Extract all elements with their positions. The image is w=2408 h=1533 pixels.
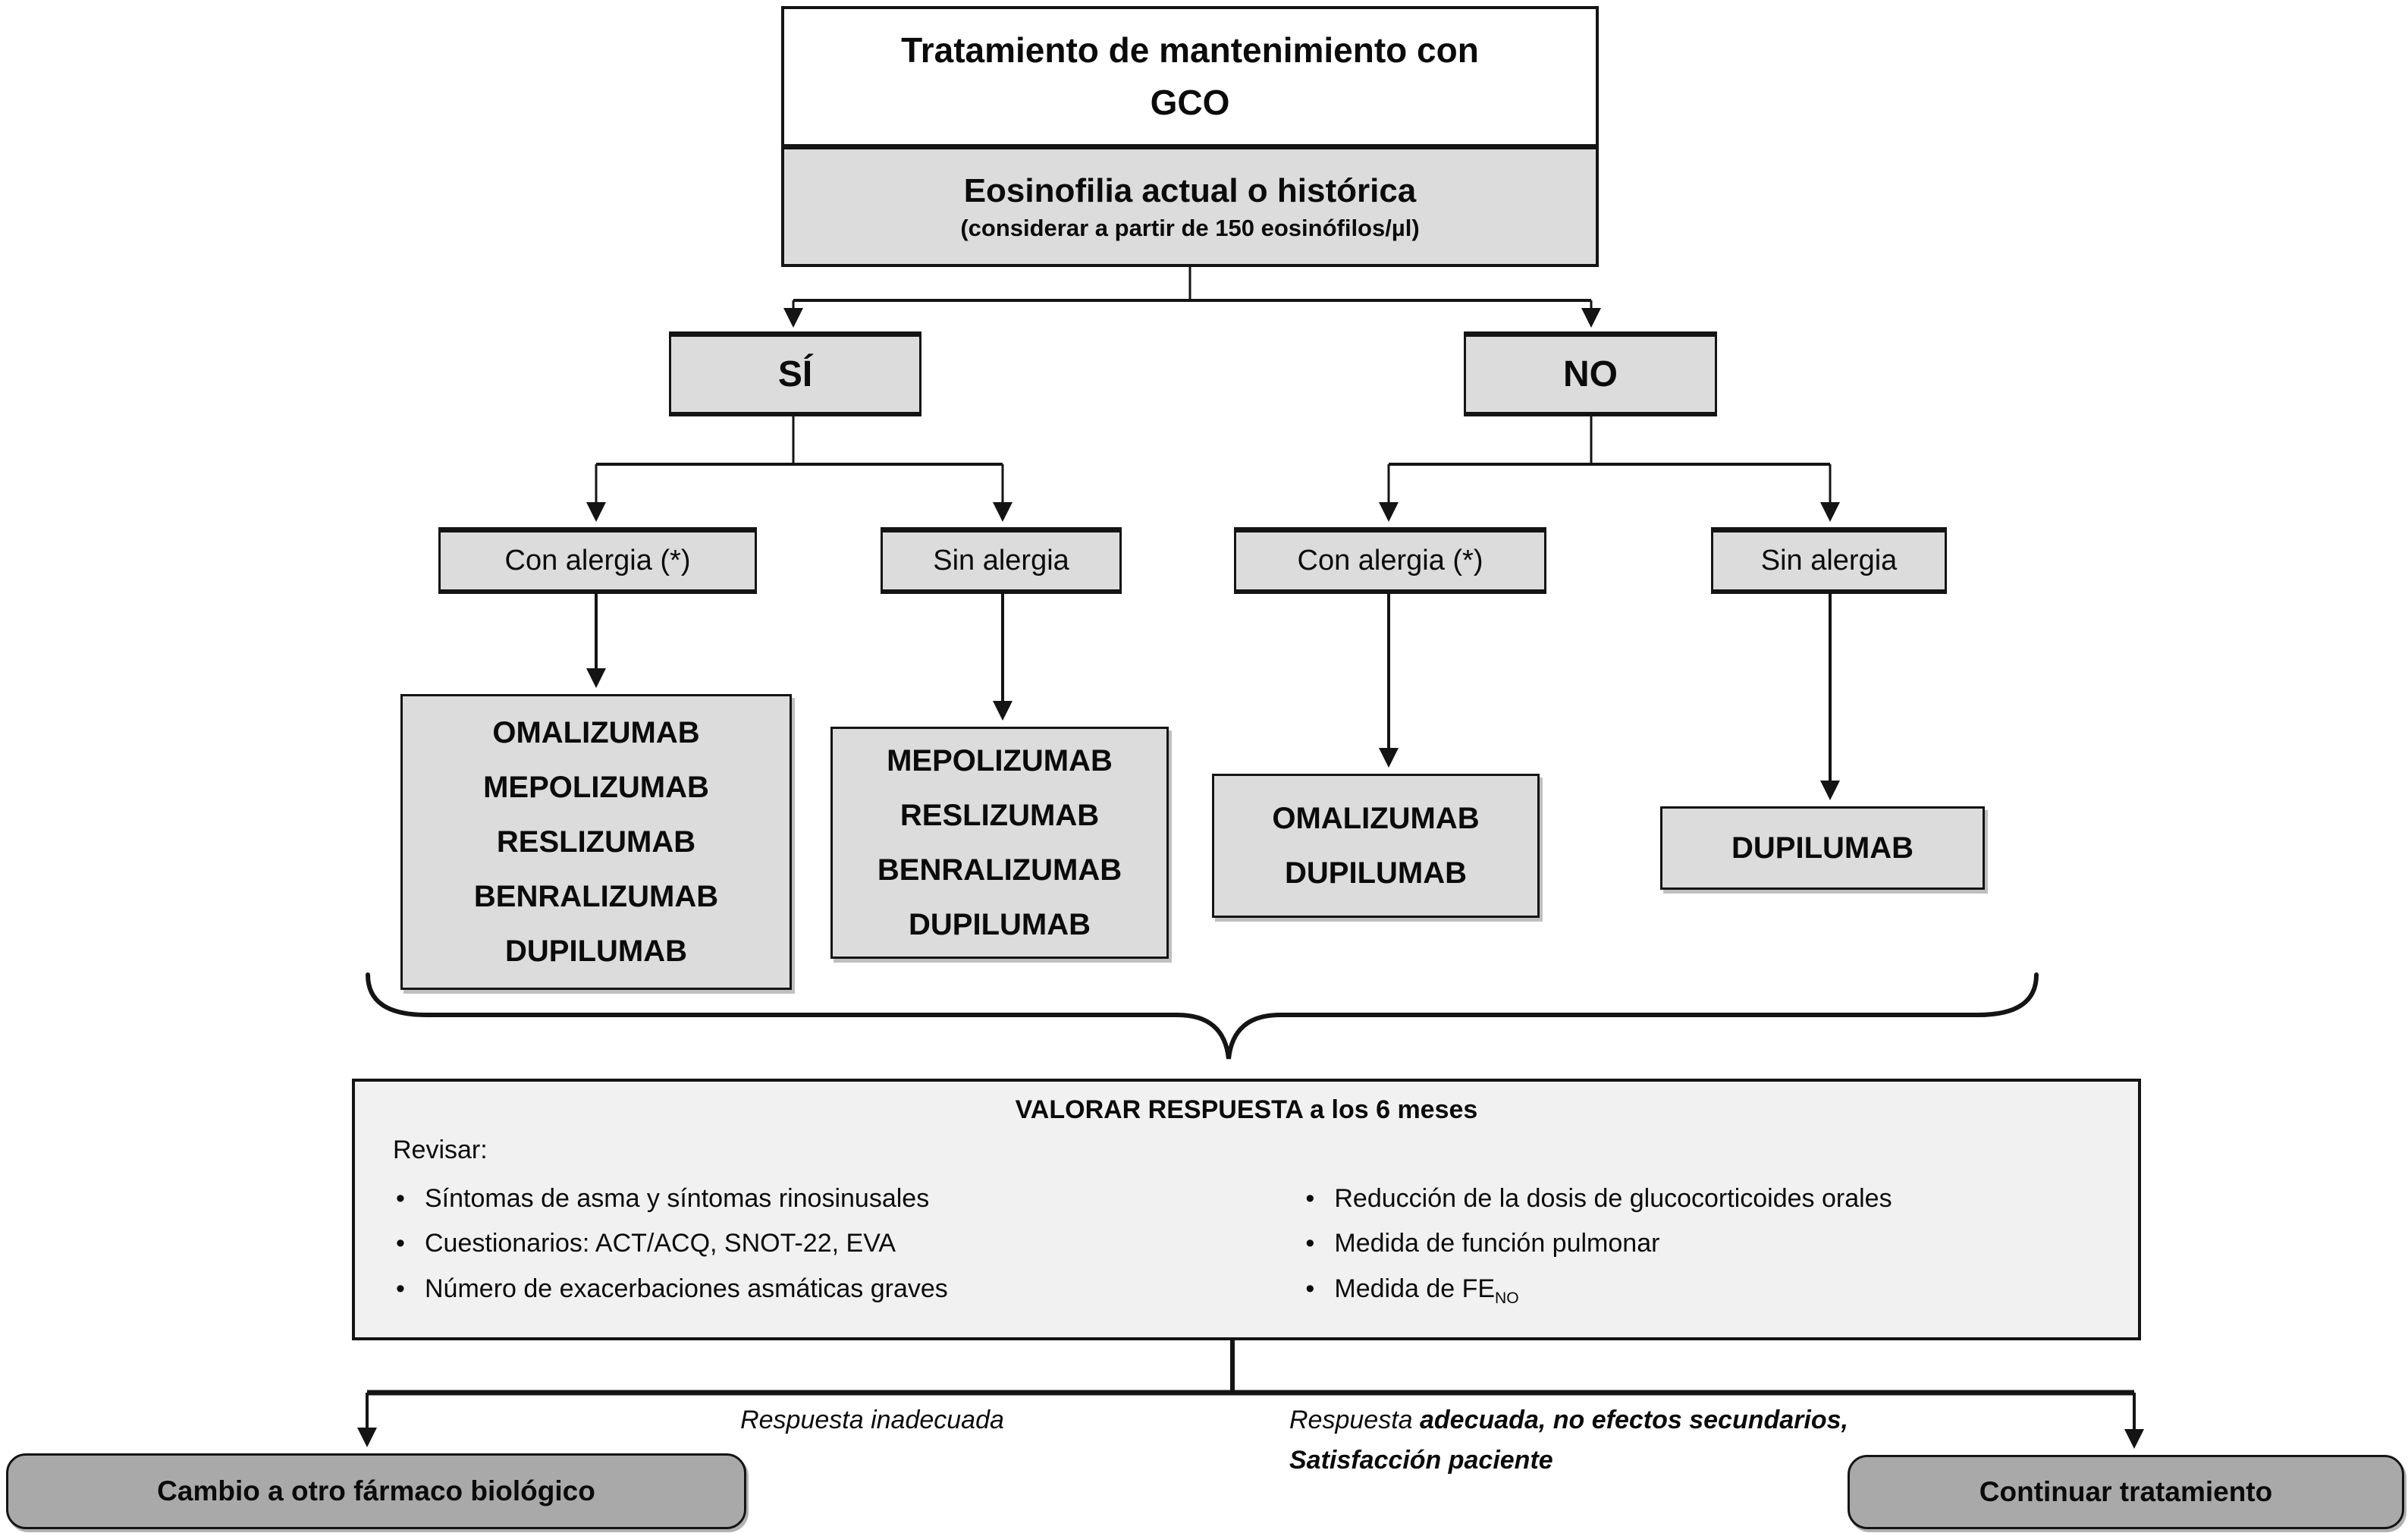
label-inadequate-response: Respuesta inadecuada xyxy=(740,1406,1004,1434)
root-title-text: Tratamiento de mantenimiento con GCO xyxy=(901,30,1479,122)
assessment-item: Medida de función pulmonar xyxy=(1298,1225,2105,1263)
action-continue-treatment: Continuar tratamiento xyxy=(1848,1455,2404,1529)
assessment-item-feno: Medida de FENO xyxy=(1298,1271,2105,1310)
drug-item: DUPILUMAB xyxy=(1285,856,1467,890)
node-root-title: Tratamiento de mantenimiento con GCO xyxy=(781,6,1599,144)
assessment-item: Cuestionarios: ACT/ACQ, SNOT-22, EVA xyxy=(388,1225,1298,1263)
node-yes: SÍ xyxy=(669,331,921,416)
drug-item: OMALIZUMAB xyxy=(1272,802,1480,835)
node-drug-group-2: MEPOLIZUMAB RESLIZUMAB BENRALIZUMAB DUPI… xyxy=(830,727,1169,959)
feno-subscript: NO xyxy=(1495,1289,1519,1307)
action-switch-biologic: Cambio a otro fármaco biológico xyxy=(6,1453,746,1529)
node-allergy-no-without: Sin alergia xyxy=(1711,527,1947,594)
node-allergy-yes-without: Sin alergia xyxy=(881,527,1122,594)
adequate-line2: Satisfacción paciente xyxy=(1289,1445,1553,1475)
drug-item: BENRALIZUMAB xyxy=(473,880,719,913)
assessment-item: Reducción de la dosis de glucocorticoide… xyxy=(1298,1180,2105,1218)
drug-item: RESLIZUMAB xyxy=(496,825,696,859)
drug-item: MEPOLIZUMAB xyxy=(887,744,1113,777)
drug-item: MEPOLIZUMAB xyxy=(483,771,709,804)
node-drug-group-4: DUPILUMAB xyxy=(1660,806,1985,890)
eosinophilia-title: Eosinofilia actual o histórica xyxy=(963,171,1417,209)
adequate-prefix: Respuesta xyxy=(1289,1406,1420,1434)
yes-label: SÍ xyxy=(777,354,813,394)
drug-item: BENRALIZUMAB xyxy=(877,853,1122,887)
no-label: NO xyxy=(1563,354,1618,394)
assessment-intro: Revisar: xyxy=(393,1136,488,1164)
drug-item: DUPILUMAB xyxy=(505,935,687,968)
assessment-item: Número de exacerbaciones asmáticas grave… xyxy=(388,1271,1298,1308)
drug-item: RESLIZUMAB xyxy=(899,799,1100,832)
drug-item: OMALIZUMAB xyxy=(492,716,700,749)
node-eosinophilia: Eosinofilia actual o histórica (consider… xyxy=(781,144,1599,267)
drug-item: DUPILUMAB xyxy=(1731,831,1914,865)
eosinophilia-subtitle: (considerar a partir de 150 eosinófilos/… xyxy=(960,214,1420,241)
node-no: NO xyxy=(1464,331,1717,416)
feno-text: Medida de FE xyxy=(1334,1274,1496,1303)
node-allergy-no-with: Con alergia (*) xyxy=(1234,527,1546,594)
allergy-label: Con alergia (*) xyxy=(1297,545,1483,576)
label-adequate-response: Respuesta adecuada, no efectos secundari… xyxy=(1289,1400,2154,1480)
node-allergy-yes-with: Con alergia (*) xyxy=(438,527,757,594)
node-drug-group-3: OMALIZUMAB DUPILUMAB xyxy=(1212,774,1540,918)
drug-item: DUPILUMAB xyxy=(909,908,1091,941)
assessment-item: Síntomas de asma y síntomas rinosinusale… xyxy=(388,1180,1298,1218)
allergy-label: Sin alergia xyxy=(1760,545,1898,576)
assessment-title: VALORAR RESPUESTA a los 6 meses xyxy=(1015,1095,1478,1124)
allergy-label: Con alergia (*) xyxy=(504,545,691,576)
adequate-bold: adecuada, no efectos secundarios, xyxy=(1420,1406,1848,1434)
allergy-label: Sin alergia xyxy=(933,545,1069,576)
node-drug-group-1: OMALIZUMAB MEPOLIZUMAB RESLIZUMAB BENRAL… xyxy=(400,694,792,990)
assessment-panel: VALORAR RESPUESTA a los 6 meses Revisar:… xyxy=(352,1079,2141,1340)
